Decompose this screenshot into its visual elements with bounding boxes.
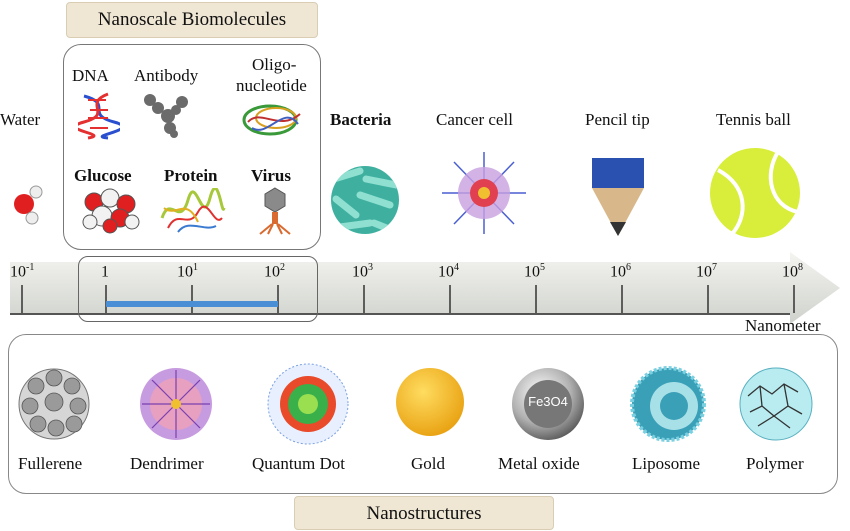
tick-label: 102 — [264, 262, 285, 281]
tick-label: 107 — [696, 262, 717, 281]
tick-label: 104 — [438, 262, 459, 281]
label-oligo-2: nucleotide — [236, 76, 307, 95]
axis-unit-label: Nanometer — [745, 316, 821, 335]
tick-label: 103 — [352, 262, 373, 281]
label-quantum-dot: Quantum Dot — [252, 454, 346, 473]
label-bacteria: Bacteria — [330, 110, 392, 129]
virus-icon — [259, 187, 291, 235]
water-molecule-icon — [14, 185, 43, 225]
dna-icon — [78, 92, 120, 140]
nanostructures-title: Nanostructures — [294, 496, 554, 530]
oligonucleotide-icon — [242, 104, 301, 136]
polymer-icon — [739, 367, 813, 441]
biomolecule-range-bar — [106, 301, 278, 307]
gold-nanoparticle-icon — [396, 368, 464, 436]
cancer-cell-icon — [442, 152, 526, 234]
tick-label: 1 — [101, 263, 109, 281]
glucose-icon — [82, 188, 140, 234]
label-oligo-1: Oligo- — [252, 55, 297, 74]
label-fullerene: Fullerene — [18, 454, 83, 473]
label-tennis-ball: Tennis ball — [716, 110, 791, 129]
range-bracket — [78, 256, 318, 322]
label-polymer: Polymer — [746, 454, 804, 473]
antibody-icon — [144, 94, 188, 138]
label-protein: Protein — [164, 166, 218, 185]
tick-label: 105 — [524, 262, 545, 281]
liposome-icon — [630, 366, 706, 442]
protein-icon — [160, 188, 226, 233]
quantum-dot-icon — [267, 363, 349, 445]
label-pencil-tip: Pencil tip — [585, 110, 650, 129]
tick-label: 108 — [782, 262, 803, 281]
dendrimer-icon — [140, 368, 212, 440]
label-water: Water — [0, 110, 41, 129]
label-metal-oxide: Metal oxide — [498, 454, 580, 473]
label-virus: Virus — [251, 166, 291, 185]
biomolecules-title: Nanoscale Biomolecules — [66, 2, 318, 38]
label-liposome: Liposome — [632, 454, 700, 473]
label-gold: Gold — [411, 454, 445, 473]
axis-ticks — [21, 285, 795, 313]
tick-label: 106 — [610, 262, 631, 281]
bacteria-icon — [331, 166, 399, 234]
fullerene-icon — [18, 368, 90, 440]
metal-oxide-formula: Fe3O4 — [528, 394, 568, 409]
tick-label: 10-1 — [10, 262, 35, 281]
label-glucose: Glucose — [74, 166, 132, 185]
tennis-ball-icon — [710, 148, 800, 238]
label-dendrimer: Dendrimer — [130, 454, 204, 473]
metal-oxide-icon — [512, 368, 584, 440]
label-antibody: Antibody — [134, 66, 199, 85]
label-cancer-cell: Cancer cell — [436, 110, 513, 129]
label-dna: DNA — [72, 66, 109, 85]
pencil-tip-icon — [592, 158, 644, 236]
tick-label: 101 — [177, 262, 198, 281]
